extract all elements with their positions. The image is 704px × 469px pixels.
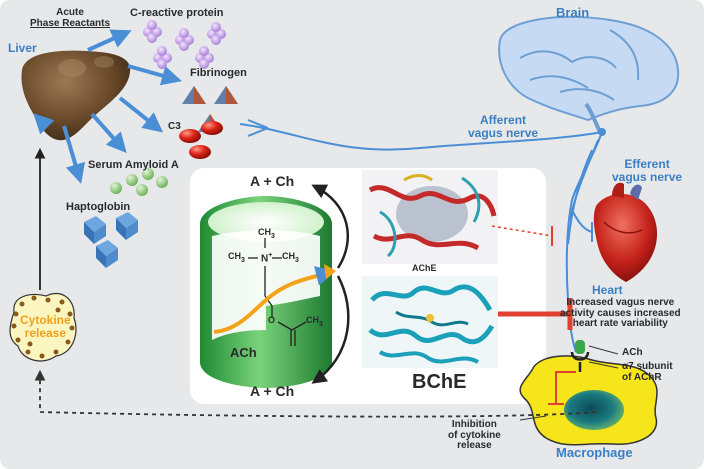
inhibition-markers <box>491 225 573 330</box>
hydrolysis-arrowhead <box>324 264 336 279</box>
ache-label: AChE <box>412 263 437 273</box>
liver-label: Liver <box>8 41 37 55</box>
heart-label: Heart <box>592 283 623 297</box>
bottom-products-label: A + Ch <box>250 383 295 399</box>
crp-label: C-reactive protein <box>130 7 224 19</box>
heart-desc-line1: Increased vagus nerve <box>566 297 675 308</box>
receptor-subunit-line1: α7 subunit <box>622 361 673 372</box>
inhibition-label: Inhibition of cytokine release <box>448 419 501 452</box>
heart-description: Increased vagus nerve activity causes in… <box>560 297 681 330</box>
nitrogen-charge: + <box>268 252 273 259</box>
cytokine-release-blob <box>9 292 77 362</box>
acetyl-methyl-text: CH <box>306 315 319 325</box>
acute-phase-heading: Acute Phase Reactants <box>30 7 111 29</box>
c3-label: C3 <box>168 121 181 132</box>
inhibition-line2: of cytokine <box>448 429 501 441</box>
saa-molecules <box>110 168 168 196</box>
methyl-right: CH3 <box>282 251 299 264</box>
methyl-right-text: CH <box>282 251 295 261</box>
cytokine-label-line2: release <box>24 325 67 340</box>
top-products-label: A + Ch <box>250 173 295 189</box>
afferent-label-line1: Afferent <box>480 113 527 127</box>
methyl-top-sub: 3 <box>271 232 275 240</box>
hydrolysis-arrow <box>213 266 336 334</box>
brain-label: Brain <box>556 5 590 20</box>
methyl-top-text: CH <box>258 227 271 237</box>
arrow-to-bottom-products <box>311 275 350 384</box>
ach-label: ACh <box>230 345 257 360</box>
acetyl-methyl-sub: 3 <box>319 320 323 328</box>
methyl-left: CH3 <box>228 251 245 264</box>
crp-molecules <box>143 20 226 69</box>
arrow-to-top-products <box>311 184 350 269</box>
methyl-left-text: CH <box>228 251 241 261</box>
ach-molecule-bonds <box>248 238 307 346</box>
efferent-label-line2: vagus nerve <box>612 169 683 184</box>
methyl-right-sub: 3 <box>295 256 299 264</box>
cytokine-feedback-arrow <box>34 369 597 418</box>
saa-label: Serum Amyloid A <box>88 159 179 171</box>
brain-illustration <box>498 15 680 133</box>
fibrinogen-label: Fibrinogen <box>190 67 247 79</box>
heart-desc-line3: heart rate variability <box>572 318 668 329</box>
acute-phase-heading-line2: Phase Reactants <box>30 17 111 29</box>
ach-receptor <box>570 340 619 372</box>
acetyl-methyl: CH3 <box>306 315 323 328</box>
receptor-subunit-line2: of AChR <box>622 371 662 383</box>
c3-molecules <box>179 121 223 159</box>
macrophage-label: Macrophage <box>556 445 633 460</box>
ache-protein-structure <box>362 170 498 264</box>
liver-output-arrows <box>33 29 182 184</box>
bche-label: BChE <box>412 371 467 393</box>
inhibition-line3: release <box>457 440 492 451</box>
receptor-ach-label: ACh <box>622 347 643 358</box>
nitrogen-atom: N+ <box>261 252 272 265</box>
cytokine-label-line1: Cytokine <box>20 313 71 327</box>
nitrogen-text: N <box>261 253 269 265</box>
afferent-label-line2: vagus nerve <box>468 125 539 140</box>
methyl-top: CH3 <box>258 227 275 240</box>
macrophage-cell <box>519 355 658 446</box>
macrophage-inhibition <box>519 371 576 421</box>
oxygen-atom: O <box>268 315 276 325</box>
ach-cylinder <box>200 196 332 388</box>
efferent-label-line1: Efferent <box>624 157 670 171</box>
heart-desc-line2: activity causes increased <box>560 307 681 319</box>
acute-phase-heading-line1: Acute <box>56 7 84 18</box>
cytokine-label: Cytokine release <box>20 314 71 339</box>
receptor-subunit-label: α7 subunit of AChR <box>622 361 673 383</box>
haptoglobin-molecules <box>84 212 138 268</box>
efferent-label: Efferent vagus nerve <box>612 158 682 183</box>
afferent-label: Afferent vagus nerve <box>468 114 538 139</box>
inhibition-line1: Inhibition <box>451 419 497 430</box>
heart-illustration <box>593 182 658 282</box>
methyl-left-sub: 3 <box>241 256 245 264</box>
haptoglobin-label: Haptoglobin <box>66 201 131 213</box>
bche-protein-structure <box>362 276 498 368</box>
